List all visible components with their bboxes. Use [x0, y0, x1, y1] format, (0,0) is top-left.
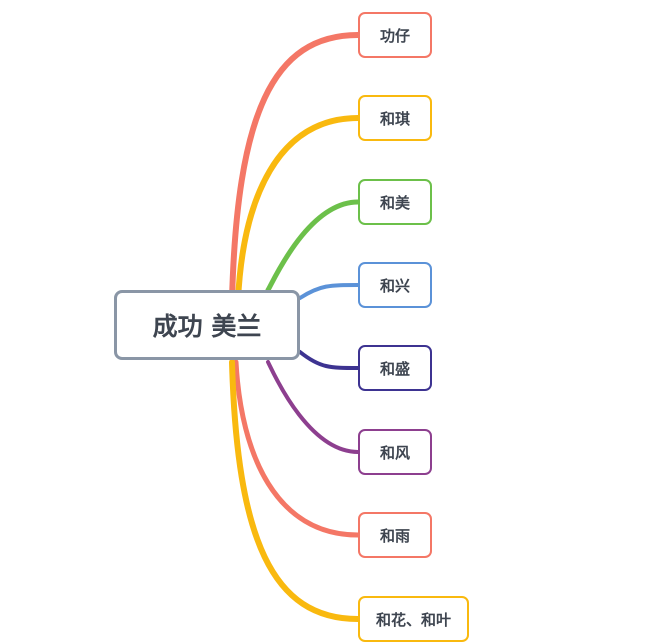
branch-link [266, 360, 360, 454]
branch-link [229, 32, 361, 303]
root-node[interactable]: 成功 美兰 [114, 290, 300, 360]
branch-link [235, 115, 361, 303]
branch-link [265, 199, 361, 293]
branch-links [229, 32, 361, 622]
child-node[interactable]: 和美 [358, 179, 432, 225]
branch-link [233, 359, 361, 538]
child-node[interactable]: 和风 [358, 429, 432, 475]
child-node[interactable]: 和雨 [358, 512, 432, 558]
branch-link [298, 350, 360, 370]
child-node[interactable]: 和花、和叶 [358, 596, 470, 642]
child-node[interactable]: 和盛 [358, 345, 432, 391]
child-node[interactable]: 和兴 [358, 262, 432, 308]
child-node[interactable]: 和琪 [358, 95, 432, 141]
branch-link [229, 359, 361, 622]
branch-link [298, 283, 360, 300]
child-node[interactable]: 功仔 [358, 12, 432, 58]
